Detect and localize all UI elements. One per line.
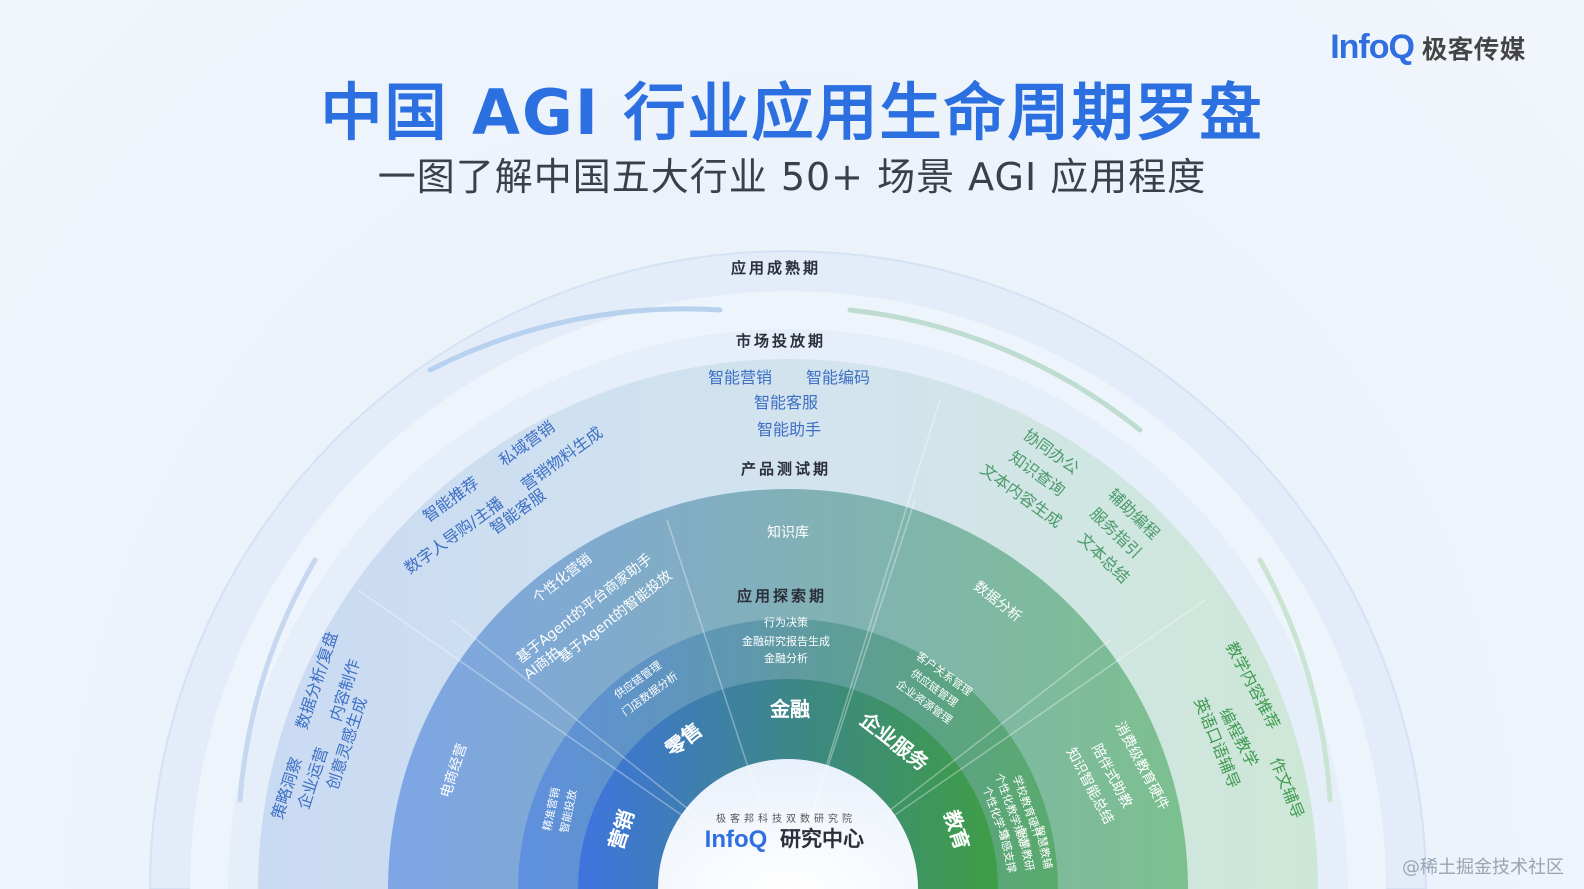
mature-arc-accent-left — [427, 306, 723, 373]
stage-label-testing: 产品测试期 — [741, 460, 831, 478]
brand: InfoQ 极客传媒 — [1330, 28, 1526, 67]
market-finance-3: 智能客服 — [754, 393, 818, 412]
mature-arc-accent-right — [847, 307, 1143, 433]
market-finance-1: 智能营销 — [708, 368, 772, 387]
mature-arc-accent-far-left — [237, 557, 318, 803]
center-disk — [658, 759, 918, 889]
infoq-logo: InfoQ — [1330, 28, 1415, 66]
industry-finance: 金融 — [769, 697, 810, 721]
market-finance-4: 智能助手 — [757, 420, 821, 439]
center-infoq-logo: InfoQ — [705, 826, 768, 853]
page-subtitle: 一图了解中国五大行业 50+ 场景 AGI 应用程度 — [377, 155, 1207, 199]
test-finance-1: 知识库 — [767, 524, 809, 541]
page-title: 中国 AGI 行业应用生命周期罗盘 — [320, 76, 1264, 149]
explore-finance-3: 金融分析 — [764, 651, 808, 665]
stage-label-market: 市场投放期 — [736, 332, 826, 350]
sector-dividers — [357, 399, 1206, 889]
stage-label-mature: 应用成熟期 — [731, 259, 821, 277]
stage-label-exploration: 应用探索期 — [737, 587, 827, 605]
brand-name: 极客传媒 — [1421, 34, 1526, 64]
market-finance-2: 智能编码 — [806, 368, 870, 387]
mature-arc-accent-far-right — [1257, 557, 1333, 803]
watermark: @稀土掘金技术社区 — [1402, 857, 1564, 878]
center-org-line: 极客邦科技双数研究院 — [716, 812, 856, 825]
center-label: 研究中心 — [780, 827, 864, 851]
explore-finance-2: 金融研究报告生成 — [742, 634, 830, 648]
explore-finance-1: 行为决策 — [764, 615, 808, 629]
